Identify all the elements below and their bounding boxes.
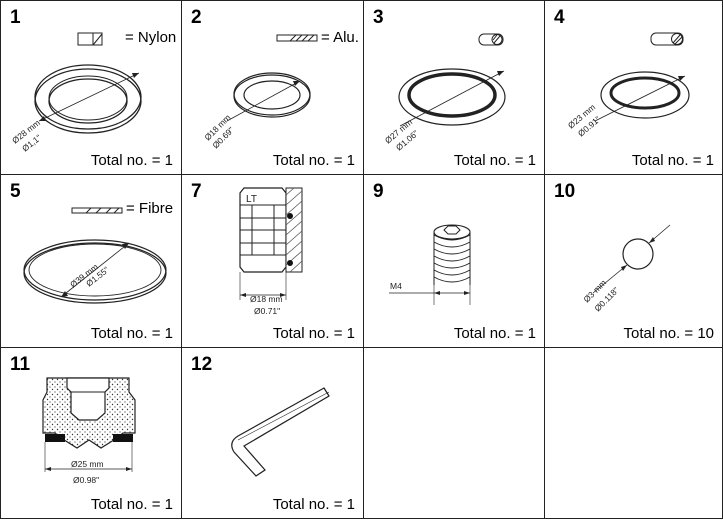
- part-cell-2: 2 = Alu. Ø18 mm Ø0.69" Total no. = 1: [181, 0, 364, 175]
- empty-cell: [363, 347, 545, 519]
- fitting-label: LT: [246, 194, 257, 205]
- material-label: = Alu.: [321, 29, 359, 46]
- part-number: 4: [554, 7, 565, 28]
- valve-insert-drawing: Ø25 mm Ø0.98": [42, 377, 136, 485]
- ball-drawing: Ø3 mm Ø0.118": [581, 224, 671, 313]
- part-number: 3: [373, 7, 384, 28]
- total-count: Total no. = 1: [631, 152, 714, 169]
- part-number: 9: [373, 181, 384, 202]
- diameter-in-label: Ø0.98": [73, 475, 99, 485]
- thread-label: M4: [390, 281, 402, 291]
- part-number: 5: [10, 181, 21, 202]
- total-count: Total no. = 10: [623, 325, 714, 342]
- total-count: Total no. = 1: [272, 325, 355, 342]
- set-screw-drawing: M4: [389, 224, 471, 305]
- total-count: Total no. = 1: [453, 325, 536, 342]
- material-label: = Nylon: [125, 29, 177, 46]
- part-cell-1: 1 = Nylon Ø28 mm Ø1,1" Total no. = 1: [0, 0, 182, 175]
- nylon-washer-drawing: Ø28 mm Ø1,1": [10, 32, 142, 154]
- diameter-mm-label: Ø18 mm: [250, 294, 283, 304]
- part-cell-9: 9 M4 Total no. = 1: [363, 174, 545, 348]
- part-cell-11: 11 Ø25 mm Ø0.98" Total no. = 1: [0, 347, 182, 519]
- part-cell-7: 7 LT Ø18 mm: [181, 174, 364, 348]
- alu-washer-drawing: Ø18 mm Ø0.69": [202, 34, 318, 150]
- total-count: Total no. = 1: [90, 152, 173, 169]
- diameter-in-label: Ø0.71": [254, 306, 280, 316]
- part-number: 10: [554, 181, 576, 202]
- part-number: 12: [191, 354, 213, 375]
- part-cell-10: 10 Ø3 mm Ø0.118" Total no. = 10: [544, 174, 723, 348]
- part-number: 1: [10, 7, 21, 28]
- hex-key-drawing: [231, 387, 330, 477]
- part-number: 7: [191, 181, 202, 202]
- material-label: = Fibre: [126, 200, 174, 217]
- fitting-drawing: LT Ø18 mm Ø0.71": [239, 187, 303, 316]
- part-cell-12: 12 Total no. = 1: [181, 347, 364, 519]
- part-cell-4: 4 Ø23 mm Ø0.91" Total no. = 1: [544, 0, 723, 175]
- o-ring-drawing: Ø27 mm Ø1.06": [383, 33, 506, 153]
- total-count: Total no. = 1: [90, 325, 173, 342]
- part-cell-5: 5 = Fibre Ø39 mm Ø1.55" Total no. = 1: [0, 174, 182, 348]
- total-count: Total no. = 1: [90, 496, 173, 513]
- part-number: 11: [10, 354, 31, 375]
- empty-cell: [544, 347, 723, 519]
- diameter-mm-label: Ø25 mm: [71, 459, 104, 469]
- total-count: Total no. = 1: [453, 152, 536, 169]
- fibre-washer-drawing: Ø39 mm Ø1.55": [23, 207, 167, 304]
- o-ring-drawing: Ø23 mm Ø0.91": [566, 32, 690, 139]
- part-cell-3: 3 Ø27 mm Ø1.06" Total no. = 1: [363, 0, 545, 175]
- total-count: Total no. = 1: [272, 152, 355, 169]
- part-number: 2: [191, 7, 202, 28]
- total-count: Total no. = 1: [272, 496, 355, 513]
